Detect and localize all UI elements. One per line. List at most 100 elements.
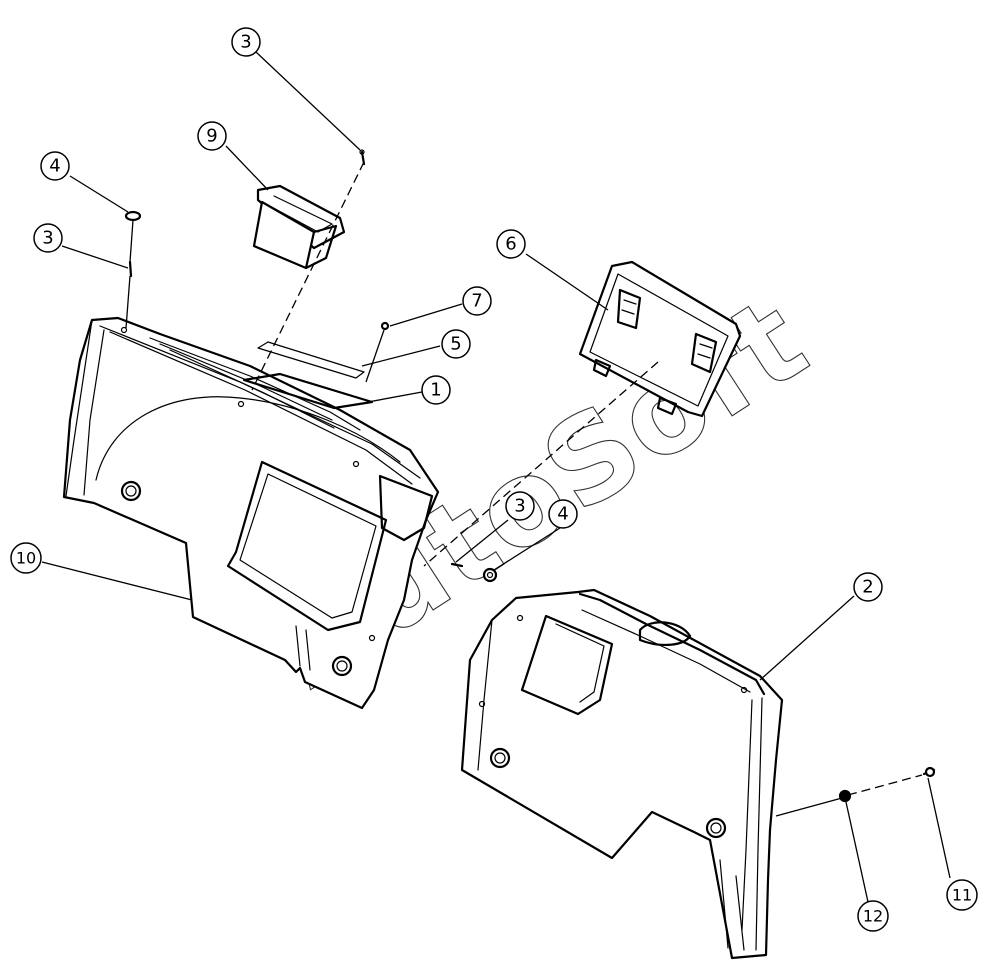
callout-9: 9	[197, 121, 227, 151]
right-panel-hole-1	[516, 614, 524, 622]
bracket-switch-1-detail	[621, 299, 637, 315]
callout-circle	[421, 375, 451, 405]
leader-3-mid	[455, 519, 509, 563]
assembly-line-6-to-3	[423, 361, 659, 567]
callout-circle	[946, 879, 978, 911]
left-panel-hole-2	[237, 400, 245, 408]
bracket-tab-2	[656, 396, 678, 416]
nut-12	[838, 789, 852, 803]
callout-circle	[857, 900, 889, 932]
callout-circle	[197, 121, 227, 151]
leader-3-top	[255, 51, 361, 151]
right-panel-handle	[638, 621, 692, 646]
right-panel-knob-left-inner	[494, 752, 506, 764]
assembly-line-9-to-1	[251, 161, 365, 391]
left-panel-display-opening	[226, 460, 388, 632]
right-panel-knob-right	[705, 817, 727, 839]
leader-9	[225, 145, 269, 191]
leader-6	[525, 253, 609, 311]
leader-11	[927, 777, 951, 879]
leader-4-top	[69, 175, 129, 213]
assembly-line-left-screw	[125, 275, 131, 329]
left-panel-left-face	[65, 319, 105, 497]
callout-number: 5	[450, 334, 461, 355]
washer-4-mid	[482, 567, 498, 583]
right-panel-knob-left	[489, 747, 511, 769]
callout-4-top: 4	[40, 151, 70, 181]
left-panel-display-inner	[239, 473, 377, 619]
left-panel-inner-curve	[95, 396, 401, 481]
assembly-line-cap-screw	[129, 219, 134, 263]
callout-number: 2	[862, 577, 873, 598]
callout-circle	[10, 542, 42, 574]
callout-2: 2	[853, 572, 883, 602]
callout-circle	[33, 223, 63, 253]
left-panel-knob-upper-inner	[125, 485, 137, 497]
callout-number: 4	[49, 156, 60, 177]
callout-number: 11	[952, 886, 972, 905]
bracket-switch-2	[690, 332, 718, 374]
callout-11: 11	[946, 879, 978, 911]
callout-circle	[548, 499, 578, 529]
callout-1: 1	[421, 375, 451, 405]
leader-7	[389, 303, 463, 327]
callout-6: 6	[496, 229, 526, 259]
assembly-line-right-panel-nut	[775, 797, 843, 817]
right-panel-outline	[460, 588, 784, 960]
callout-number: 6	[505, 234, 516, 255]
right-panel-side-strip	[741, 697, 763, 951]
right-panel-cup-recess	[520, 614, 614, 716]
part-6-switch-bracket	[578, 260, 742, 418]
left-panel-top-rim-inner	[109, 331, 413, 485]
assembly-line-7	[365, 329, 385, 383]
callout-circle	[441, 329, 471, 359]
bezel-flange	[256, 184, 346, 250]
callout-3-mid: 3	[505, 491, 535, 521]
part-5-gasket	[257, 341, 365, 379]
leader-5	[361, 345, 441, 367]
screw-mid	[450, 562, 464, 568]
right-panel-hole-2	[740, 686, 748, 694]
part-1-plate	[242, 372, 374, 410]
leader-1	[367, 391, 423, 403]
assembly-line-12-11	[847, 774, 923, 796]
callout-number: 4	[557, 504, 568, 525]
left-panel-hole-1	[120, 326, 128, 334]
cap-4-top	[124, 210, 142, 222]
callout-number: 1	[430, 380, 441, 401]
part-9-bezel-cup	[252, 184, 346, 270]
callout-number: 3	[514, 496, 525, 517]
screw-7	[380, 321, 390, 331]
callout-number: 12	[863, 907, 883, 926]
leader-2	[759, 595, 855, 681]
left-panel-knob-lower-inner	[336, 660, 348, 672]
right-panel-lower-strip	[719, 859, 745, 951]
callout-number: 10	[16, 549, 36, 568]
callout-4-mid: 4	[548, 499, 578, 529]
callout-circle	[40, 151, 70, 181]
bracket-switch-2-detail	[697, 343, 713, 359]
callout-circle	[496, 229, 526, 259]
callout-circle	[505, 491, 535, 521]
callout-12: 12	[857, 900, 889, 932]
screw-left	[128, 260, 133, 278]
right-panel-left-edge	[477, 619, 493, 771]
left-panel-hole-4	[368, 634, 376, 642]
callout-7: 7	[462, 286, 492, 316]
callout-5: 5	[441, 329, 471, 359]
bolt-11-head	[924, 766, 936, 778]
callout-3-top: 3	[231, 27, 261, 57]
leader-10	[41, 561, 193, 601]
right-panel-top-flange-inner	[581, 609, 751, 693]
callout-circle	[231, 27, 261, 57]
callout-number: 3	[240, 32, 251, 53]
left-panel-knob-lower	[331, 655, 353, 677]
callout-number: 7	[471, 291, 482, 312]
bracket-tab-1	[592, 358, 612, 378]
part-2-right-panel	[460, 588, 784, 960]
bracket-plate-inner	[589, 273, 729, 407]
callout-circle	[853, 572, 883, 602]
right-panel-top-flange	[578, 592, 766, 696]
callout-circle	[462, 286, 492, 316]
